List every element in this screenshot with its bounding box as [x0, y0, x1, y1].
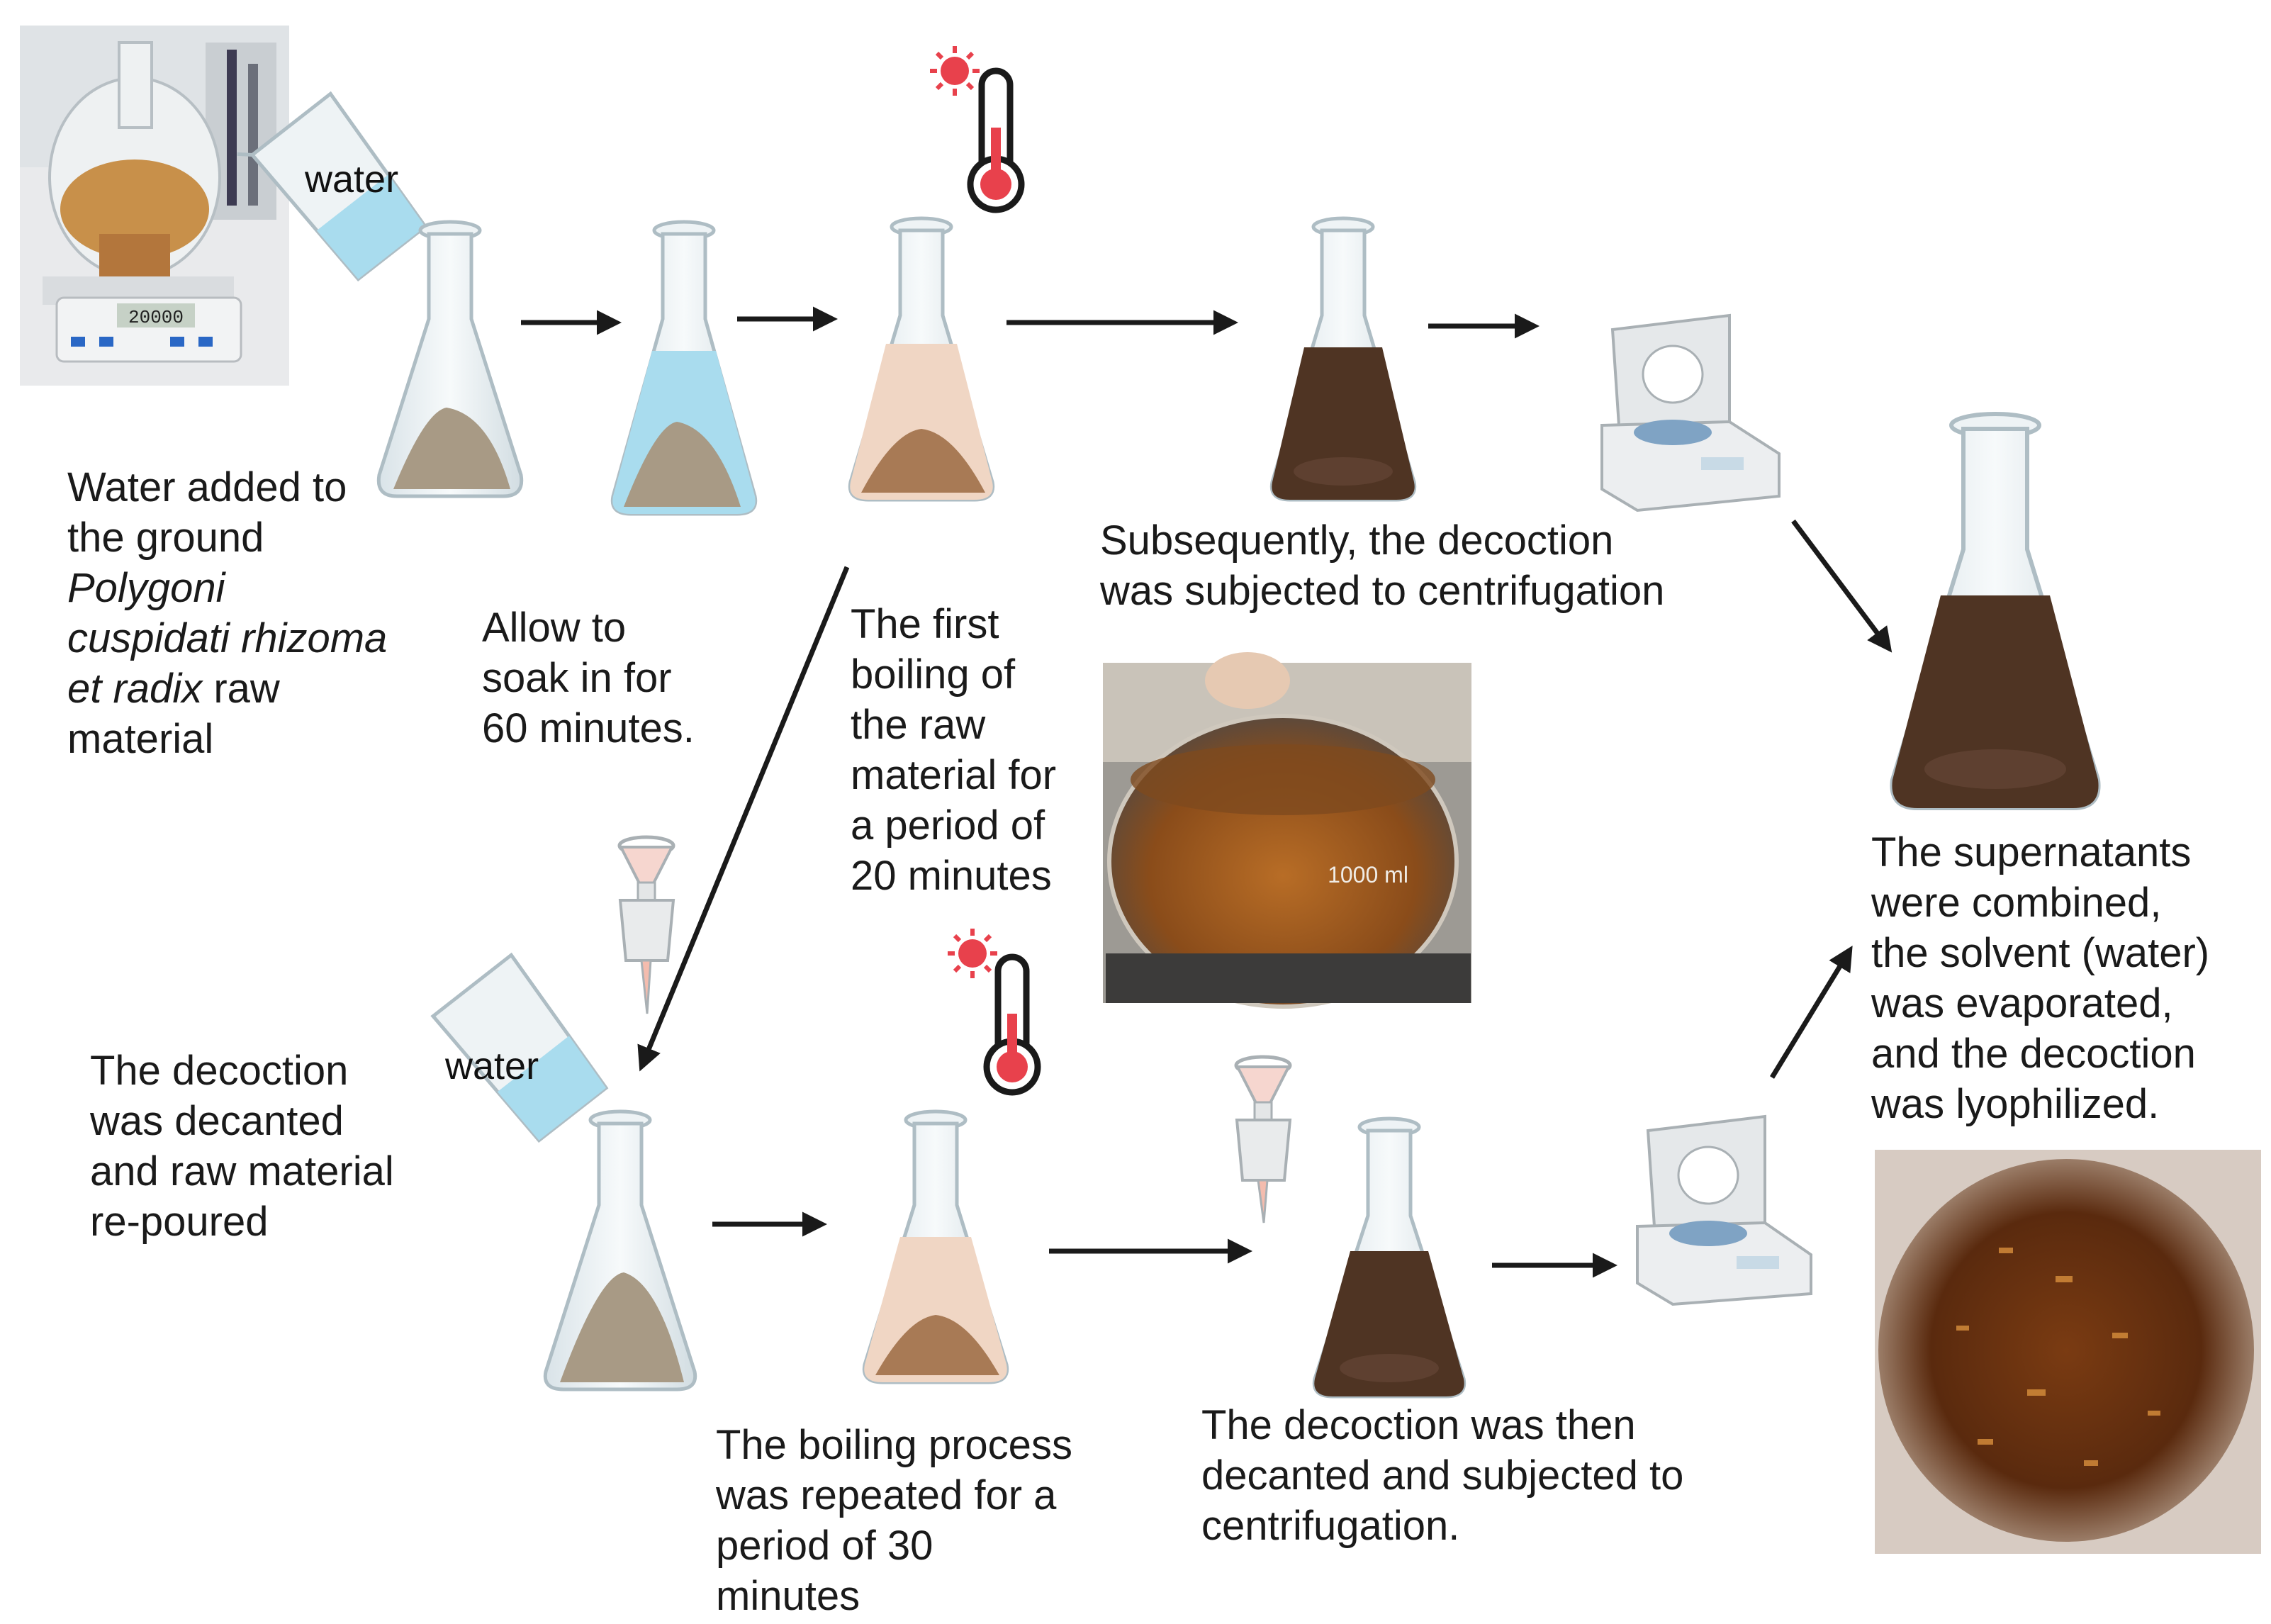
flask-boiling-icon	[848, 216, 995, 502]
caption-line: and raw material	[90, 1148, 394, 1194]
caption-line: The decoction	[90, 1048, 349, 1094]
caption-species-name: cuspidati rhizoma	[67, 615, 388, 661]
caption-step-1-line: the ground	[67, 515, 264, 561]
caption-line: was subjected to centrifugation	[1100, 568, 1665, 614]
caption-step-1-line: Water added to	[67, 464, 347, 510]
caption-line: were combined,	[1871, 880, 2162, 926]
flask-repoured-icon	[543, 1109, 697, 1391]
caption-line: was evaporated,	[1871, 980, 2173, 1026]
caption-line: The decoction was then	[1201, 1402, 1636, 1448]
water-label-bottom: water	[445, 1045, 539, 1087]
caption-step-7: The decoction was then decanted and subj…	[1201, 1400, 1683, 1551]
caption-line: decanted and subjected to	[1201, 1452, 1684, 1499]
arrow-to-final	[1791, 519, 1892, 653]
caption-line: was repeated for a	[716, 1472, 1057, 1518]
caption-line: The supernatants	[1871, 829, 2192, 875]
caption-step-6: The boiling process was repeated for a p…	[716, 1420, 1072, 1621]
caption-step-1-line: material	[67, 716, 214, 762]
flask-soaking-icon	[610, 220, 758, 516]
caption-step-1-line: et radix raw	[67, 663, 387, 714]
heat-thermometer-icon-2	[948, 929, 1041, 1096]
caption-species-name: et radix	[67, 666, 203, 712]
photo-flask-marking: 1000 ml	[1328, 862, 1408, 887]
scale-readout: 20000	[128, 307, 184, 328]
flask-with-powder-icon	[376, 220, 524, 498]
pouring-beaker-icon-2	[430, 952, 609, 1143]
caption-line: re-poured	[90, 1199, 269, 1245]
centrifuge-icon	[1600, 313, 1781, 513]
caption-line: period of 30	[716, 1523, 933, 1569]
flask-decoction-icon-2	[1312, 1116, 1467, 1399]
water-label-top: water	[305, 158, 399, 201]
funnel-filter-icon-2	[1234, 1055, 1292, 1223]
caption-line: Allow to	[482, 605, 627, 651]
caption-line: minutes	[716, 1573, 860, 1619]
caption-line: boiling of	[851, 651, 1016, 698]
caption-line: The boiling process	[716, 1422, 1072, 1468]
caption-line: the raw	[851, 702, 986, 748]
caption-line: the solvent (water)	[1871, 930, 2210, 976]
caption-line: The first	[851, 601, 999, 647]
caption-line: centrifugation.	[1201, 1503, 1460, 1549]
photo-boiling-flask: 1000 ml	[1103, 652, 1471, 1009]
heat-thermometer-icon	[930, 46, 1025, 213]
caption-line: was lyophilized.	[1871, 1081, 2160, 1127]
caption-step-8: The supernatants were combined, the solv…	[1871, 827, 2209, 1129]
flask-boiling-icon-2	[862, 1109, 1009, 1384]
caption-line: was decanted	[90, 1098, 344, 1144]
caption-line: soak in for	[482, 655, 672, 701]
arrow-down-left	[637, 566, 850, 1072]
caption-line: and the decoction	[1871, 1031, 2196, 1077]
caption-line: material for	[851, 752, 1057, 798]
caption-line: Subsequently, the decoction	[1100, 517, 1614, 564]
caption-step-4: Subsequently, the decoction was subjecte…	[1100, 515, 1664, 616]
caption-species-name: Polygoni	[67, 565, 225, 611]
caption-line: 20 minutes	[851, 853, 1052, 899]
photo-lyophilized-product	[1875, 1150, 2261, 1554]
caption-step-3: The first boiling of the raw material fo…	[851, 599, 1056, 901]
funnel-filter-icon	[617, 835, 675, 1014]
flask-decoction-icon	[1269, 216, 1417, 502]
caption-step-1: Water added to the ground Polygoni cuspi…	[67, 462, 387, 764]
caption-step-1-line: raw	[202, 666, 280, 712]
caption-step-5: The decoction was decanted and raw mater…	[90, 1046, 394, 1247]
arrow-up-right	[1770, 946, 1853, 1079]
caption-line: a period of	[851, 802, 1045, 849]
flask-final-decoction-icon	[1890, 412, 2101, 810]
centrifuge-icon-2	[1636, 1114, 1812, 1306]
photo-weighing-raw-material: 20000	[20, 26, 289, 386]
caption-line: 60 minutes.	[482, 705, 695, 751]
caption-step-2: Allow to soak in for 60 minutes.	[482, 603, 695, 754]
